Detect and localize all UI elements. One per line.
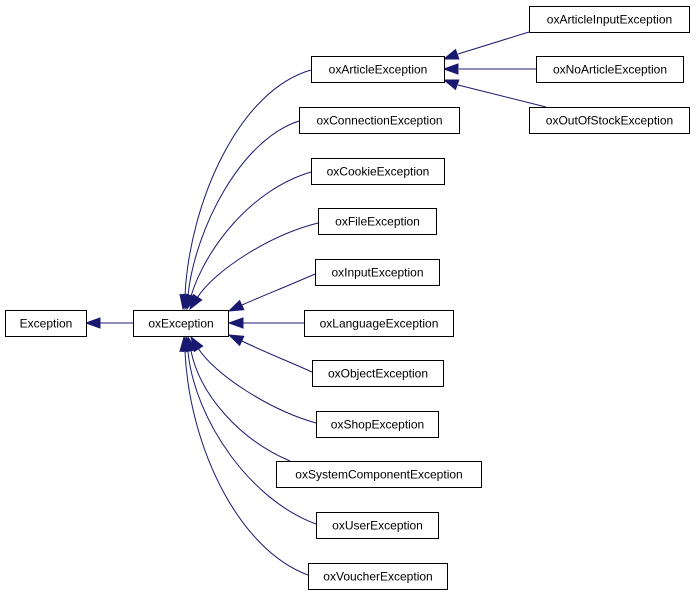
node-oxUserException[interactable]: oxUserException <box>316 512 439 539</box>
node-box[interactable] <box>316 411 439 438</box>
edge-line <box>184 69 312 296</box>
arrowhead-icon <box>189 293 203 311</box>
edge-line <box>241 340 313 373</box>
arrowhead-icon <box>179 335 191 352</box>
edge-line <box>196 222 319 299</box>
node-box[interactable] <box>536 56 684 83</box>
node-label: Exception <box>20 317 73 331</box>
node-box[interactable] <box>5 310 87 337</box>
edge-oxCookieException-to-oxException <box>185 171 312 311</box>
arrowhead-icon <box>84 317 101 329</box>
edge-oxLanguageException-to-oxException <box>227 317 304 329</box>
node-label: oxSystemComponentException <box>295 468 462 482</box>
arrowhead-icon <box>227 299 245 312</box>
edge-oxNoArticleException-to-oxArticleException <box>442 63 536 75</box>
node-oxVoucherException[interactable]: oxVoucherException <box>308 563 448 590</box>
node-box[interactable] <box>312 360 444 387</box>
node-oxFileException[interactable]: oxFileException <box>318 208 437 235</box>
node-box[interactable] <box>318 208 437 235</box>
node-label: oxVoucherException <box>323 570 432 584</box>
edge-oxOutOfStockException-to-oxArticleException <box>442 79 547 108</box>
node-oxOutOfStockException[interactable]: oxOutOfStockException <box>529 107 690 134</box>
node-label: oxObjectException <box>328 367 428 381</box>
node-oxCookieException[interactable]: oxCookieException <box>311 158 445 185</box>
node-label: oxException <box>148 317 213 331</box>
node-oxSystemComponentException[interactable]: oxSystemComponentException <box>276 461 482 488</box>
node-box[interactable] <box>529 107 690 134</box>
node-label: oxConnectionException <box>316 114 442 128</box>
node-oxException[interactable]: oxException <box>133 310 229 337</box>
edge-line <box>190 171 312 297</box>
node-Exception[interactable]: Exception <box>5 310 87 337</box>
edge-oxVoucherException-to-oxException <box>179 335 309 576</box>
edge-oxInputException-to-oxException <box>227 273 316 312</box>
edge-layer <box>84 31 547 576</box>
edge-oxObjectException-to-oxException <box>227 334 313 373</box>
edge-line <box>187 351 317 525</box>
node-label: oxCookieException <box>327 165 430 179</box>
edge-line <box>197 347 317 424</box>
node-box[interactable] <box>311 56 445 83</box>
node-label: oxShopException <box>331 418 424 432</box>
node-oxObjectException[interactable]: oxObjectException <box>312 360 444 387</box>
arrowhead-icon <box>442 48 460 60</box>
edge-line <box>241 273 316 306</box>
node-label: oxLanguageException <box>320 317 439 331</box>
node-label: oxUserException <box>332 519 423 533</box>
node-oxConnectionException[interactable]: oxConnectionException <box>299 107 460 134</box>
node-box[interactable] <box>308 563 448 590</box>
edge-oxException-to-Exception <box>84 317 133 329</box>
node-oxArticleInputException[interactable]: oxArticleInputException <box>529 6 690 33</box>
node-label: oxFileException <box>335 215 420 229</box>
edge-oxFileException-to-oxException <box>189 222 319 311</box>
node-label: oxArticleException <box>329 63 428 77</box>
node-oxLanguageException[interactable]: oxLanguageException <box>304 310 454 337</box>
edge-line <box>187 120 300 296</box>
node-box[interactable] <box>276 461 482 488</box>
node-box[interactable] <box>299 107 460 134</box>
node-label: oxArticleInputException <box>547 13 672 27</box>
node-box[interactable] <box>315 259 440 286</box>
node-oxInputException[interactable]: oxInputException <box>315 259 440 286</box>
node-layer: Exception oxException oxArticleException ox… <box>5 6 690 590</box>
arrowhead-icon <box>442 63 459 75</box>
node-box[interactable] <box>316 512 439 539</box>
node-box[interactable] <box>133 310 229 337</box>
edge-line <box>190 350 291 462</box>
edge-oxShopException-to-oxException <box>190 335 317 424</box>
node-label: oxOutOfStockException <box>546 114 673 128</box>
node-oxShopException[interactable]: oxShopException <box>316 411 439 438</box>
node-box[interactable] <box>529 6 690 33</box>
node-label: oxNoArticleException <box>553 63 667 77</box>
node-oxNoArticleException[interactable]: oxNoArticleException <box>536 56 684 83</box>
node-box[interactable] <box>311 158 445 185</box>
arrowhead-icon <box>442 79 460 91</box>
edge-line <box>184 351 309 576</box>
node-oxArticleException[interactable]: oxArticleException <box>311 56 445 83</box>
node-label: oxInputException <box>331 266 423 280</box>
edge-line <box>457 84 547 108</box>
edge-oxArticleInputException-to-oxArticleException <box>442 31 530 60</box>
arrowhead-icon <box>227 334 245 347</box>
arrowhead-icon <box>227 317 244 329</box>
node-box[interactable] <box>304 310 454 337</box>
edge-line <box>457 31 530 55</box>
